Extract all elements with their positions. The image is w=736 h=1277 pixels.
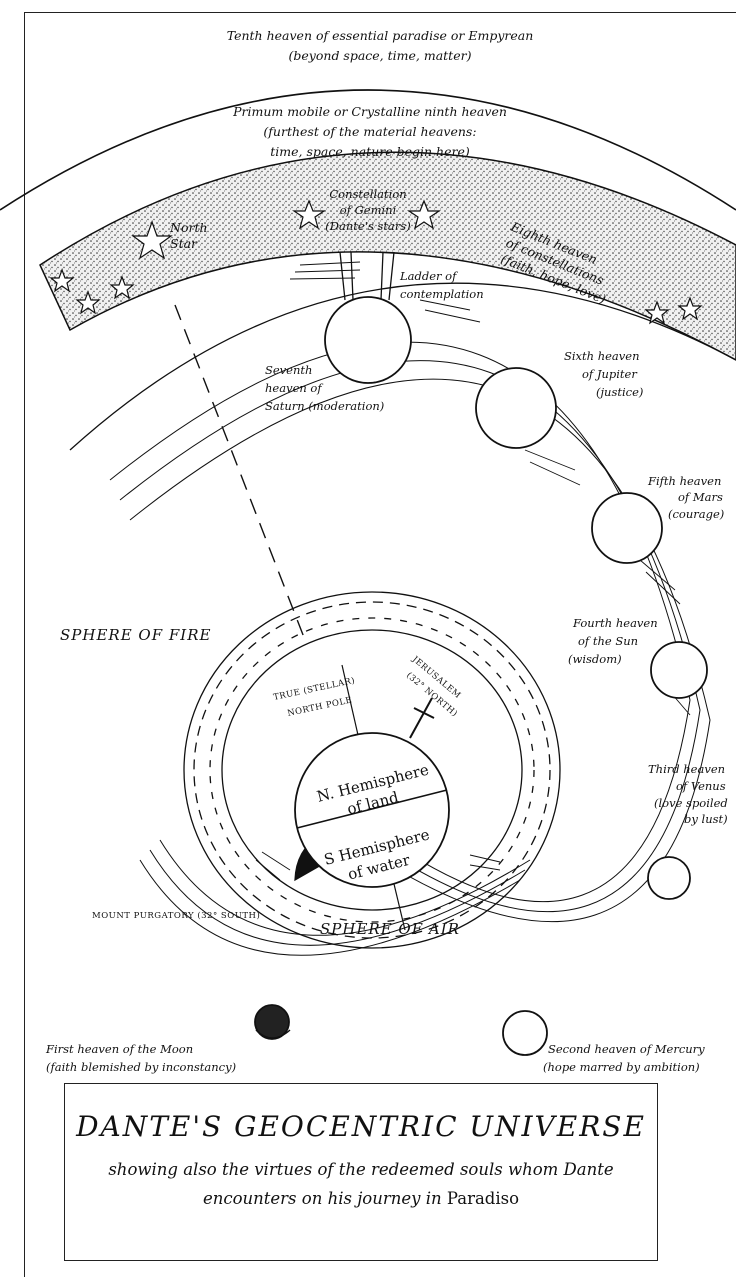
mercury-planet — [503, 1011, 547, 1055]
ladder-sublabel: contemplation — [400, 287, 484, 301]
empyrean-sublabel: (beyond space, time, matter) — [289, 48, 472, 63]
sun-sublabel-1: of the Sun — [578, 634, 638, 648]
venus-planet — [648, 857, 690, 899]
sun-sublabel-2: (wisdom) — [568, 652, 622, 666]
geocentric-universe-diagram: Tenth heaven of essential paradise or Em… — [0, 0, 736, 1080]
title-box: DANTE'S GEOCENTRIC UNIVERSE showing also… — [64, 1083, 658, 1261]
saturn-planet — [325, 297, 411, 383]
subtitle-line-2: encounters on his journey in — [203, 1189, 442, 1208]
jerusalem-cross-icon — [410, 698, 432, 738]
moon-sublabel: (faith blemished by inconstancy) — [46, 1060, 236, 1074]
ladder-of-contemplation — [340, 252, 394, 300]
primum-sublabel-2: time, space, nature begin here) — [270, 144, 470, 159]
primum-sublabel-1: (furthest of the material heavens: — [263, 124, 476, 139]
empyrean-label: Tenth heaven of essential paradise or Em… — [227, 28, 534, 43]
mars-sublabel-2: (courage) — [668, 507, 724, 521]
subtitle-line-1: showing also the virtues of the redeemed… — [108, 1160, 613, 1179]
moon-label: First heaven of the Moon — [45, 1042, 193, 1056]
north-star-sublabel: Star — [170, 236, 198, 251]
primum-label: Primum mobile or Crystalline ninth heave… — [232, 104, 507, 119]
venus-label: Third heaven — [648, 762, 725, 776]
north-star-label: North — [169, 220, 208, 235]
venus-sublabel-1: of Venus — [676, 779, 726, 793]
saturn-label: Seventh — [265, 363, 312, 377]
mars-planet — [592, 493, 662, 563]
true-north-sublabel: NORTH POLE — [287, 695, 354, 719]
saturn-sublabel-2: Saturn (moderation) — [265, 399, 384, 413]
subtitle-paradiso: Paradiso — [447, 1189, 519, 1208]
sun-planet — [651, 642, 707, 698]
mercury-label: Second heaven of Mercury — [548, 1042, 705, 1056]
ladder-label: Ladder of — [399, 269, 458, 283]
jupiter-label: Sixth heaven — [564, 349, 640, 363]
sphere-of-air-label: SPHERE OF AIR — [320, 920, 460, 938]
sun-label: Fourth heaven — [572, 616, 658, 630]
jupiter-planet — [476, 368, 556, 448]
gemini-label: Constellation — [329, 187, 406, 201]
mars-sublabel-1: of Mars — [678, 490, 723, 504]
mount-purgatory-label: MOUNT PURGATORY (32° SOUTH) — [92, 910, 260, 921]
gemini-sublabel-1: of Gemini — [340, 203, 397, 217]
mercury-sublabel: (hope marred by ambition) — [543, 1060, 700, 1074]
gemini-sublabel-2: (Dante's stars) — [325, 219, 410, 233]
jupiter-sublabel-2: (justice) — [596, 385, 643, 399]
venus-sublabel-2: (love spoiled — [654, 796, 728, 810]
mars-label: Fifth heaven — [647, 474, 721, 488]
sphere-of-fire-label: SPHERE OF FIRE — [60, 626, 211, 644]
diagram-subtitle: showing also the virtues of the redeemed… — [65, 1155, 657, 1213]
venus-sublabel-3: by lust) — [684, 812, 728, 826]
jupiter-sublabel-1: of Jupiter — [582, 367, 638, 381]
diagram-title: DANTE'S GEOCENTRIC UNIVERSE — [65, 1110, 657, 1143]
saturn-sublabel-1: heaven of — [265, 381, 323, 395]
